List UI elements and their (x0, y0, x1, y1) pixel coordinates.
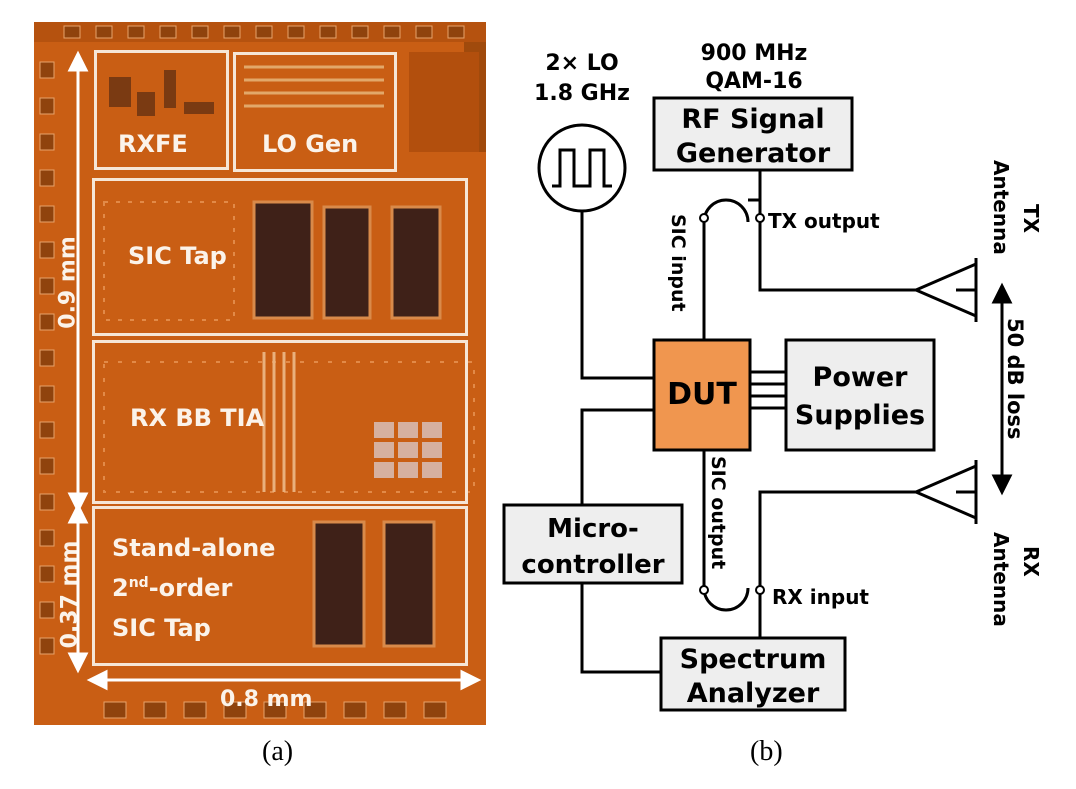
rx-input-label: RX input (772, 585, 869, 609)
order-number: 2 (112, 574, 129, 602)
dut-label: DUT (667, 377, 737, 412)
rx-antenna-label-line1: RX (1019, 546, 1043, 577)
tx-antenna-icon (915, 258, 978, 322)
height-lower-label: 0.37 mm (57, 540, 83, 649)
sic-output-label: SIC output (707, 456, 729, 569)
power-line1: Power (813, 362, 909, 393)
sic-tap-block (92, 178, 468, 336)
lo-label-line1: 2× LO (545, 51, 618, 76)
rx-bb-tia-block (92, 340, 468, 504)
tx-antenna-label-line2: Antenna (989, 160, 1013, 255)
rxfe-block (94, 50, 229, 170)
standalone-label-line3: SIC Tap (112, 614, 211, 642)
caption-a: (a) (262, 736, 294, 767)
power-line2: Supplies (795, 400, 925, 431)
lo-source-icon (537, 123, 627, 213)
lo-gen-label: LO Gen (262, 130, 359, 158)
caption-b: (b) (750, 736, 783, 767)
rf-generator-line2: Generator (676, 138, 831, 169)
standalone-label-line2: 2nd-order (112, 574, 232, 602)
sic-input-label: SIC input (667, 214, 689, 312)
spectrum-line1: Spectrum (680, 644, 827, 675)
spectrum-line2: Analyzer (687, 678, 820, 709)
test-setup-diagram: 2× LO 1.8 GHz 900 MHz QAM-16 RF Signal G… (502, 41, 1043, 712)
die-texture (34, 22, 486, 725)
standalone-sic-tap-block (92, 506, 468, 666)
rx-antenna-icon (915, 460, 978, 524)
rf-generator-box (652, 96, 854, 172)
width-label: 0.8 mm (220, 687, 313, 712)
dut-box (652, 338, 752, 452)
lo-label-line2: 1.8 GHz (534, 81, 630, 106)
port-dots (699, 213, 765, 595)
rf-generator-line1: RF Signal (681, 104, 824, 135)
microcontroller-box (502, 503, 684, 585)
tx-antenna-label-line1: TX (1019, 204, 1043, 234)
micro-line2: controller (521, 550, 664, 580)
sic-tap-label: SIC Tap (128, 242, 227, 270)
power-supplies-box (784, 338, 936, 452)
signal-freq: 900 MHz (701, 41, 808, 66)
loss-label: 50 dB loss (1003, 318, 1027, 440)
order-text: -order (148, 574, 233, 602)
lo-gen-block (233, 52, 397, 172)
signal-mod: QAM-16 (705, 69, 802, 94)
rx-antenna-label-line2: Antenna (989, 532, 1013, 627)
rxfe-label: RXFE (118, 130, 188, 158)
rx-bb-tia-label: RX BB TIA (130, 404, 265, 432)
tx-output-label: TX output (768, 209, 880, 233)
spectrum-analyzer-box (659, 636, 847, 712)
standalone-label-line1: Stand-alone (112, 534, 276, 562)
order-suffix: nd (128, 575, 149, 591)
micro-line1: Micro- (547, 514, 639, 544)
loss-arrow-icon (991, 282, 1013, 496)
height-upper-label: 0.9 mm (55, 236, 81, 329)
die-photo: RXFE LO Gen SIC Tap RX BB TIA Stand-alon… (34, 22, 486, 725)
